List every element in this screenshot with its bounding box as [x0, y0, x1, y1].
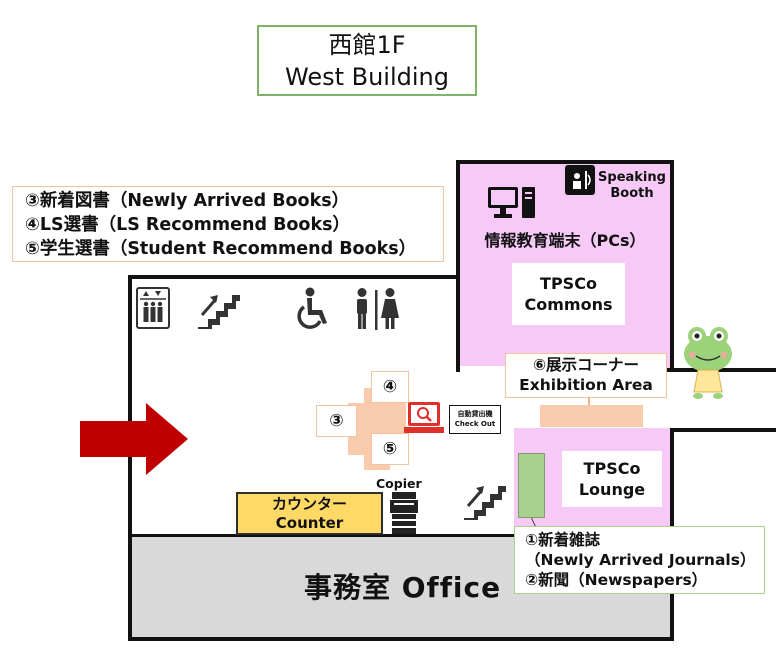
stairs-icon [198, 295, 240, 329]
journals-label: ①新着雑誌 （Newly Arrived Journals） ②新聞（Newsp… [514, 526, 765, 594]
floor-title-en: West Building [285, 63, 449, 91]
checkout-line2: Check Out [454, 420, 496, 428]
counter-line1: カウンター [271, 495, 347, 513]
service-counter: カウンター Counter [236, 492, 383, 535]
lounge-line2: Lounge [578, 480, 646, 499]
entrance-arrow-icon [80, 403, 188, 475]
self-checkout-icon [404, 402, 444, 433]
commons-line2: Commons [524, 295, 613, 314]
checkout-line1: 自動貸出機 [457, 410, 493, 418]
self-checkout-label: 自動貸出機 Check Out [449, 405, 501, 434]
journals-line2: （Newly Arrived Journals） [525, 551, 756, 569]
shelf-3-marker: ③ [316, 405, 357, 437]
floor-title: 西館1F West Building [257, 25, 477, 96]
wheelchair-icon [297, 287, 327, 329]
journals-line1: ①新着雑誌 [525, 531, 601, 549]
elevator-icon [136, 287, 170, 329]
commons-area: TPSCo Commons [512, 263, 625, 325]
pcs-label: 情報教育端末（PCs） [484, 231, 646, 250]
stairs-icon [464, 486, 506, 520]
shelf-5-marker: ⑤ [371, 433, 409, 465]
frog-mascot-icon [684, 327, 732, 399]
exhibition-line2: Exhibition Area [519, 376, 653, 394]
counter-line2: Counter [275, 514, 344, 532]
computer-icon [488, 187, 535, 218]
copier-label: Copier [376, 476, 422, 491]
legend-item-3: ③新着図書（Newly Arrived Books） [25, 191, 350, 211]
speaking-booth-icon [565, 165, 595, 195]
office-wall [128, 534, 674, 538]
speaking-booth-line1: Speaking [598, 170, 666, 185]
exhibition-line1: ⑥展示コーナー [532, 356, 640, 374]
exhibition-label: ⑥展示コーナー Exhibition Area [505, 353, 667, 398]
corridor-wall-top [670, 368, 776, 372]
lounge-line1: TPSCo [583, 459, 641, 478]
commons-line1: TPSCo [540, 274, 597, 293]
restroom-icon [357, 288, 399, 330]
pc-room-doorway [460, 366, 512, 374]
legend-item-5: ⑤学生選書（Student Recommend Books） [25, 239, 417, 259]
shelf-legend: ③新着図書（Newly Arrived Books） ④LS選書（LS Reco… [12, 186, 444, 262]
speaking-booth-label: Speaking Booth [596, 170, 668, 202]
copier-icon [390, 492, 418, 534]
speaking-booth-line2: Booth [610, 186, 654, 201]
office-label: 事務室 Office [304, 571, 502, 604]
exhibition-pointer [588, 397, 590, 406]
exhibition-shelf [540, 405, 643, 427]
floor-title-jp: 西館1F [328, 31, 406, 59]
corridor-wall-bottom [670, 428, 776, 432]
journals-line3: ②新聞（Newspapers） [525, 571, 708, 589]
shelf-4-marker: ④ [371, 371, 409, 403]
lounge-label-card: TPSCo Lounge [562, 451, 662, 507]
journal-rack [518, 453, 545, 518]
legend-item-4: ④LS選書（LS Recommend Books） [25, 215, 351, 235]
